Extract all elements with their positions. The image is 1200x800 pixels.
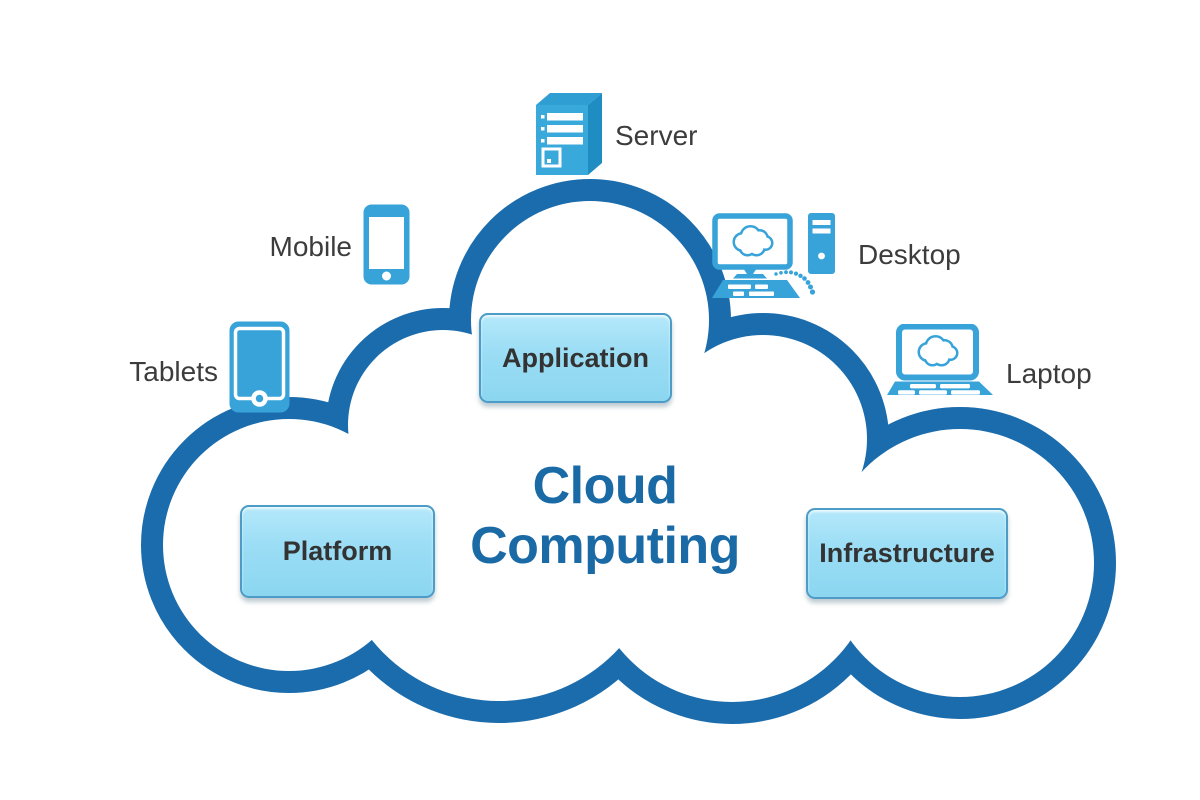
platform-button[interactable]: Platform — [240, 505, 435, 598]
tablet-icon — [229, 321, 290, 413]
server-icon — [536, 93, 602, 175]
desktop-label: Desktop — [858, 239, 961, 270]
desktop-icon — [712, 213, 835, 298]
mobile-icon — [363, 204, 410, 285]
diagram-title-line1: Cloud — [532, 457, 678, 515]
tablets-label: Tablets — [129, 356, 218, 387]
diagram-title-line2: Computing — [470, 517, 740, 575]
infrastructure-button[interactable]: Infrastructure — [806, 508, 1008, 599]
mobile-label: Mobile — [269, 231, 352, 262]
application-button[interactable]: Application — [479, 313, 672, 403]
desktop-dotted-connector — [774, 270, 816, 295]
desktop-tower — [808, 213, 835, 274]
desktop-keyboard — [712, 280, 800, 298]
diagram-title: Cloud Computing — [430, 456, 780, 576]
laptop-icon — [887, 324, 993, 395]
laptop-label: Laptop — [1006, 358, 1092, 389]
server-label: Server — [615, 120, 698, 151]
desktop-monitor — [712, 213, 793, 279]
